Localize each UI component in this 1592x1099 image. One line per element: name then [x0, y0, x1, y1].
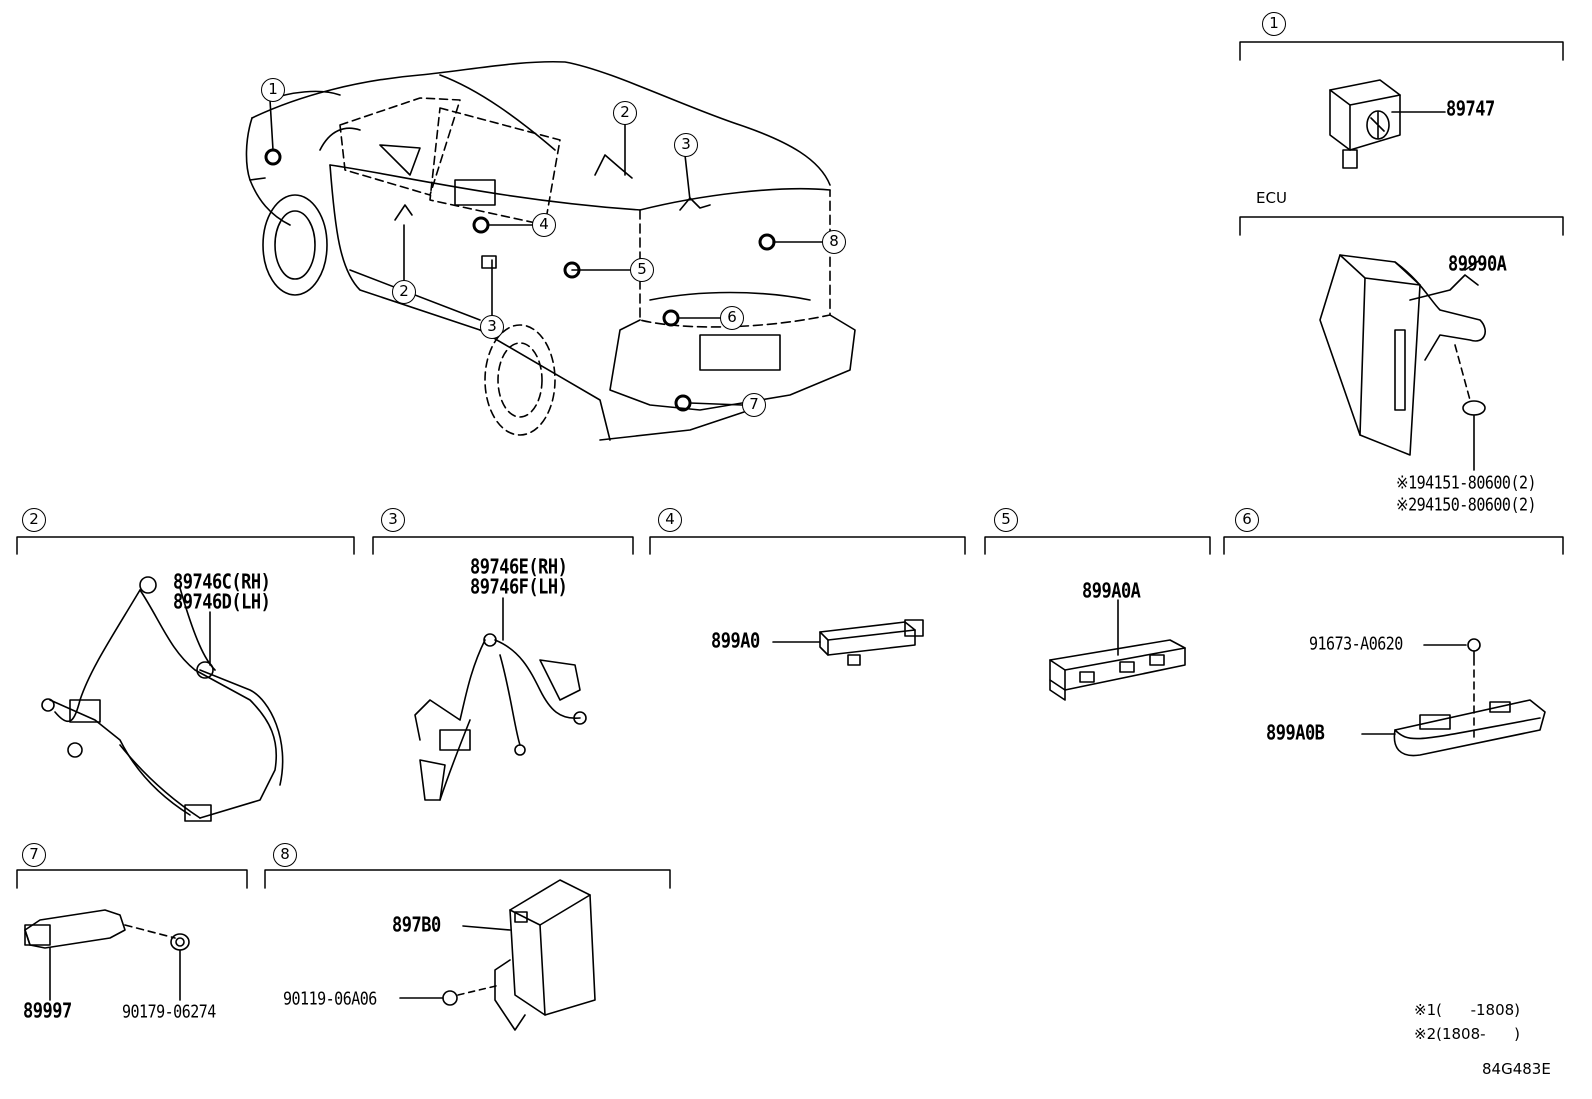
- section-4-number: 4: [658, 508, 682, 532]
- part-number-897b0: 897B0: [392, 913, 441, 938]
- vehicle-illustration: [245, 60, 856, 441]
- section-5-number: 5: [994, 508, 1018, 532]
- vehicle-callout-8: 8: [822, 230, 846, 254]
- part-number-89746d-lh: 89746D(LH): [173, 590, 271, 615]
- section-7-number: 7: [22, 843, 46, 867]
- footnote-1: ※1( -1808): [1414, 1001, 1521, 1019]
- section-8-number: 8: [273, 843, 297, 867]
- part-number-899a0b: 899A0B: [1266, 721, 1325, 746]
- part-number-89747: 89747: [1446, 97, 1495, 122]
- section-3-number: 3: [381, 508, 405, 532]
- harness-89746c-drawing: [41, 576, 284, 822]
- bolt-number-90119-06a06: 90119-06A06: [283, 987, 377, 1010]
- vehicle-callout-2-top: 2: [613, 101, 637, 125]
- vehicle-callout-5: 5: [630, 258, 654, 282]
- footnote-2: ※2(1808- ): [1414, 1025, 1521, 1043]
- section-6-number: 6: [1235, 508, 1259, 532]
- part-number-89746f-lh: 89746F(LH): [470, 575, 568, 600]
- section-2-number: 2: [22, 508, 46, 532]
- diagram-code: 84G483E: [1482, 1060, 1551, 1078]
- ecu-note-2: ※294150-80600(2): [1396, 493, 1537, 516]
- harness-89746e-drawing: [414, 597, 587, 801]
- nut-number-90179-06274: 90179-06274: [122, 1000, 216, 1023]
- sensor-89997-drawing: [24, 909, 190, 1001]
- vehicle-callout-6: 6: [720, 306, 744, 330]
- vehicle-callout-3-side: 3: [480, 315, 504, 339]
- part-number-89746c-rh: 89746C(RH): [173, 570, 271, 595]
- vehicle-callout-1: 1: [261, 78, 285, 102]
- part-number-899a0a: 899A0A: [1082, 579, 1141, 604]
- ecu-note-1: ※194151-80600(2): [1396, 471, 1537, 494]
- part-number-89997: 89997: [23, 999, 72, 1024]
- ecu-section-title: ECU: [1256, 189, 1287, 207]
- part-number-89746e-rh: 89746E(RH): [470, 555, 568, 580]
- sensor-899a0-drawing: [772, 619, 924, 666]
- section-brackets: [16, 41, 1564, 889]
- vehicle-callout-3-top: 3: [674, 133, 698, 157]
- vehicle-callout-2-side: 2: [392, 280, 416, 304]
- ecu-89990a-drawing: [1319, 254, 1486, 471]
- receiver-897b0-drawing: [399, 879, 596, 1031]
- sensor-89747-drawing: [1329, 79, 1446, 169]
- part-number-899a0: 899A0: [711, 629, 760, 654]
- vehicle-callout-7: 7: [742, 393, 766, 417]
- bolt-number-91673-a0620: 91673-A0620: [1309, 632, 1403, 655]
- sensor-899a0a-drawing: [1049, 599, 1186, 701]
- sensor-899a0b-drawing: [1361, 638, 1546, 757]
- vehicle-callout-4: 4: [532, 213, 556, 237]
- section-1-number: 1: [1262, 12, 1286, 36]
- part-number-89990a: 89990A: [1448, 252, 1507, 277]
